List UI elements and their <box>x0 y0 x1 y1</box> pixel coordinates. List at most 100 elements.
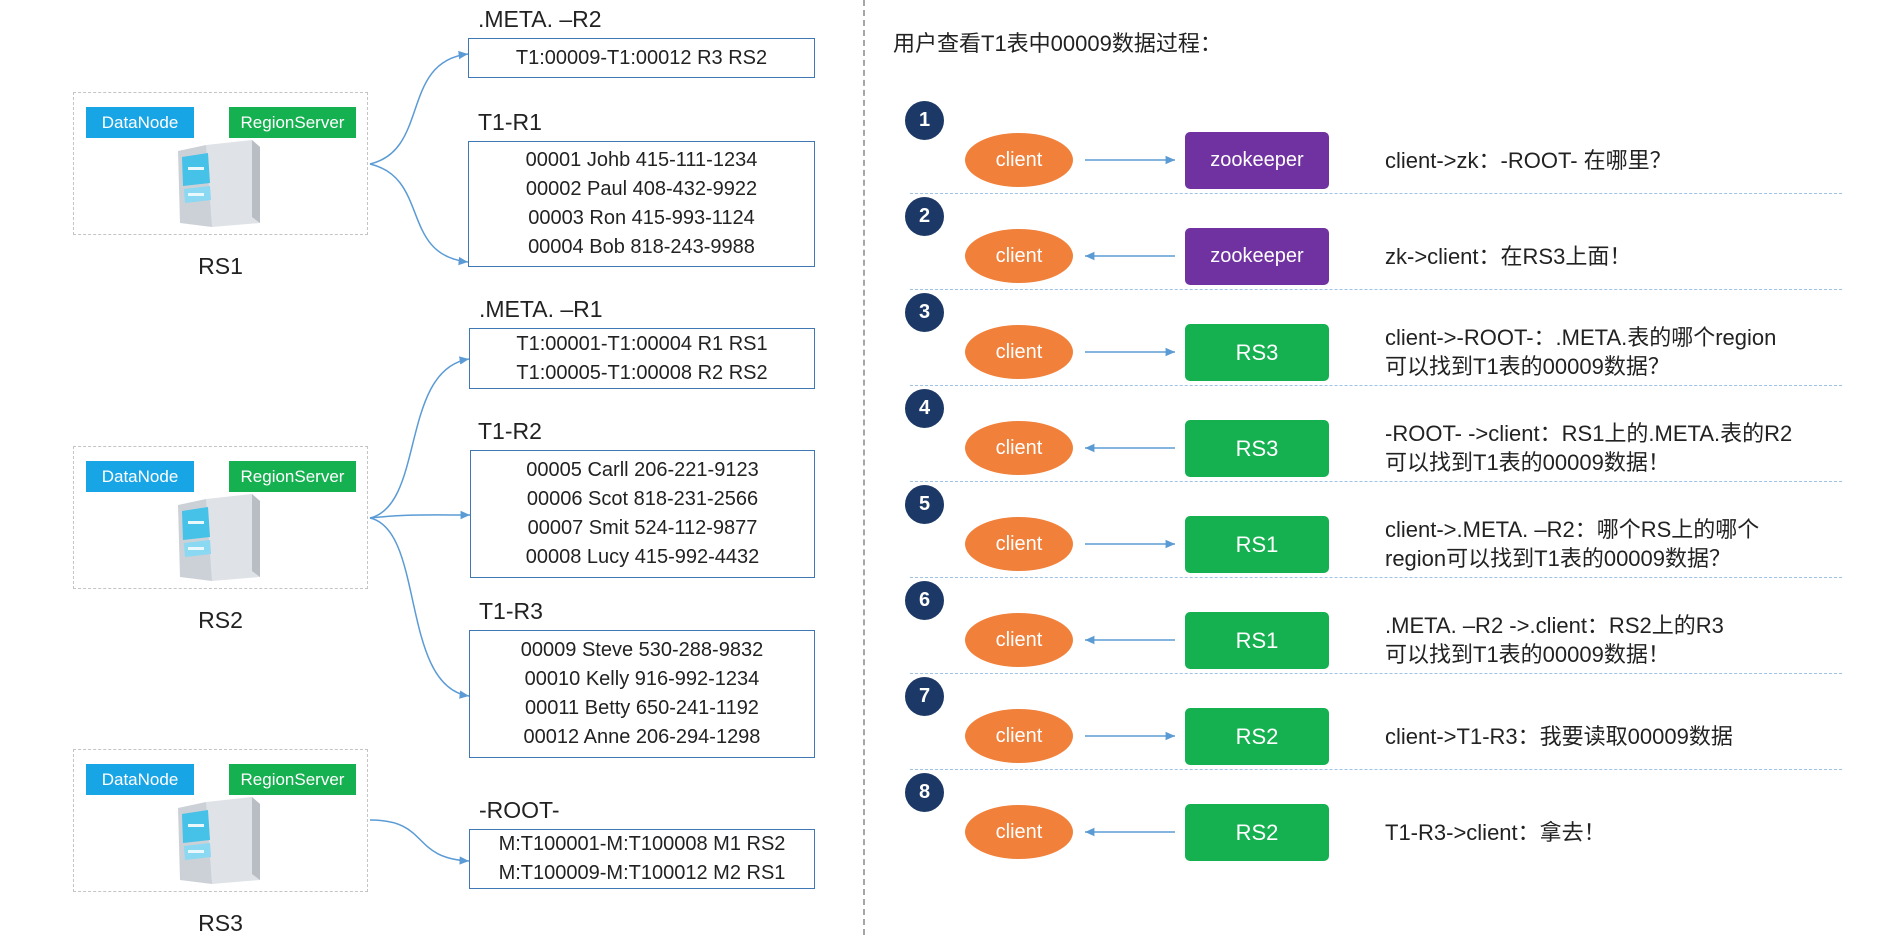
table-row: M:T100001-M:T100008 M1 RS2 <box>498 833 786 855</box>
step-description-line: client->T1-R3：我要读取00009数据 <box>1385 723 1733 749</box>
client-node: client <box>965 613 1073 667</box>
step-separator <box>910 481 1842 482</box>
table-row: 00008 Lucy 415-992-4432 <box>525 546 760 568</box>
table-row: 00005 Carll 206-221-9123 <box>526 459 759 481</box>
table-row: 00006 Scot 818-231-2566 <box>526 488 759 510</box>
link-rs2-t1-r2 <box>369 510 471 520</box>
regionserver-badge: RegionServer <box>229 764 356 795</box>
step-description: zk->client：在RS3上面！ <box>1385 242 1885 271</box>
link-rs2-t1-r3 <box>369 517 470 699</box>
server-tower-icon <box>178 140 260 227</box>
step-number-badge: 8 <box>905 773 944 812</box>
step-description-line: client->zk：-ROOT- 在哪里？ <box>1385 147 1672 173</box>
step-description-line: 可以找到T1表的00009数据！ <box>1385 642 1670 667</box>
server-rs3: DataNode RegionServer <box>73 749 368 892</box>
server-label-rs2: RS2 <box>198 607 243 633</box>
step-number-badge: 4 <box>905 389 944 428</box>
step-number-badge: 3 <box>905 293 944 332</box>
table-title-t1-r1: T1-R1 <box>478 109 542 135</box>
table-title-meta-r2: .META. –R2 <box>478 6 602 32</box>
region-server-node: RS2 <box>1185 804 1329 861</box>
step-number-badge: 2 <box>905 197 944 236</box>
step-description: .META. –R2 ->.client：RS2上的R3 可以找到T1表的0000… <box>1385 611 1885 669</box>
step-number-badge: 5 <box>905 485 944 524</box>
step-number-badge: 6 <box>905 581 944 620</box>
table-row: 00004 Bob 818-243-9988 <box>528 236 755 258</box>
table-title-t1-r2: T1-R2 <box>478 418 542 444</box>
step-description: client->.META. –R2：哪个RS上的哪个 region可以找到T1表… <box>1385 515 1885 573</box>
step-number-badge: 1 <box>905 101 944 140</box>
step-separator <box>910 769 1842 770</box>
server-tower-icon <box>178 797 260 884</box>
server-tower-icon <box>178 494 260 581</box>
datanode-badge: DataNode <box>86 461 194 492</box>
step-separator <box>910 577 1842 578</box>
regionserver-badge: RegionServer <box>229 107 356 138</box>
step-description-line: 可以找到T1表的00009数据？ <box>1385 354 1670 379</box>
link-rs1-meta-r2 <box>369 50 469 165</box>
server-label-rs3: RS3 <box>198 910 243 936</box>
region-server-node: RS1 <box>1185 516 1329 573</box>
regionserver-badge: RegionServer <box>229 461 356 492</box>
table-title-root: -ROOT- <box>479 797 560 823</box>
step-description-line: T1-R3->client：拿去！ <box>1385 819 1606 845</box>
table-row: M:T100009-M:T100012 M2 RS1 <box>498 862 786 884</box>
step-separator <box>910 673 1842 674</box>
region-server-node: RS1 <box>1185 612 1329 669</box>
table-row: 00007 Smit 524-112-9877 <box>527 517 758 539</box>
region-server-node: RS3 <box>1185 420 1329 477</box>
table-row: T1:00009-T1:00012 R3 RS2 <box>515 46 768 69</box>
step-description: -ROOT- ->client：RS1上的.META.表的R2 可以找到T1表的0… <box>1385 419 1885 477</box>
step-description-line: .META. –R2 ->.client：RS2上的R3 <box>1385 613 1724 638</box>
table-row: T1:00001-T1:00004 R1 RS1 <box>516 332 768 355</box>
step-description: T1-R3->client：拿去！ <box>1385 818 1885 847</box>
table-row: 00011 Betty 650-241-1192 <box>525 697 759 719</box>
step-description-line: client->.META. –R2：哪个RS上的哪个 <box>1385 517 1760 542</box>
region-server-node: RS2 <box>1185 708 1329 765</box>
client-node: client <box>965 325 1073 379</box>
step-description: client->-ROOT-：.META.表的哪个region 可以找到T1表的0… <box>1385 323 1885 381</box>
region-server-node: RS3 <box>1185 324 1329 381</box>
table-root: M:T100001-M:T100008 M1 RS2 M:T100009-M:T… <box>469 829 815 889</box>
step-description-line: client->-ROOT-：.META.表的哪个region <box>1385 325 1777 350</box>
datanode-badge: DataNode <box>86 107 194 138</box>
table-meta-r2: T1:00009-T1:00012 R3 RS2 <box>468 38 815 78</box>
step-separator <box>910 193 1842 194</box>
step-description: client->zk：-ROOT- 在哪里？ <box>1385 146 1885 175</box>
client-node: client <box>965 421 1073 475</box>
table-row: T1:00005-T1:00008 R2 RS2 <box>516 361 768 384</box>
table-t1-r2: 00005 Carll 206-221-9123 00006 Scot 818-… <box>470 450 815 578</box>
step-separator <box>910 385 1842 386</box>
table-meta-r1: T1:00001-T1:00004 R1 RS1 T1:00005-T1:000… <box>469 328 815 389</box>
client-node: client <box>965 229 1073 283</box>
link-rs2-meta-r1 <box>369 356 470 519</box>
server-rs2: DataNode RegionServer <box>73 446 368 589</box>
step-description-line: region可以找到T1表的00009数据？ <box>1385 546 1732 571</box>
table-row: 00001 Johb 415-111-1234 <box>525 149 758 171</box>
client-node: client <box>965 709 1073 763</box>
link-rs3-root <box>369 819 470 865</box>
zookeeper-node: zookeeper <box>1185 132 1329 189</box>
step-description-line: -ROOT- ->client：RS1上的.META.表的R2 <box>1385 421 1793 446</box>
table-row: 00009 Steve 530-288-9832 <box>520 639 764 661</box>
client-node: client <box>965 805 1073 859</box>
table-row: 00003 Ron 415-993-1124 <box>528 207 755 229</box>
link-rs1-t1-r1 <box>369 163 469 266</box>
table-row: 00002 Paul 408-432-9922 <box>525 178 758 200</box>
table-title-t1-r3: T1-R3 <box>479 598 543 624</box>
step-separator <box>910 289 1842 290</box>
step-description-line: 可以找到T1表的00009数据！ <box>1385 450 1670 475</box>
client-node: client <box>965 133 1073 187</box>
table-t1-r3: 00009 Steve 530-288-9832 00010 Kelly 916… <box>469 630 815 758</box>
client-node: client <box>965 517 1073 571</box>
table-title-meta-r1: .META. –R1 <box>479 296 603 322</box>
zookeeper-node: zookeeper <box>1185 228 1329 285</box>
section-divider <box>863 0 865 935</box>
server-rs1: DataNode RegionServer <box>73 92 368 235</box>
step-number-badge: 7 <box>905 677 944 716</box>
process-title: 用户查看T1表中00009数据过程： <box>893 31 1222 56</box>
datanode-badge: DataNode <box>86 764 194 795</box>
table-row: 00010 Kelly 916-992-1234 <box>524 668 760 690</box>
table-t1-r1: 00001 Johb 415-111-1234 00002 Paul 408-4… <box>468 141 815 267</box>
